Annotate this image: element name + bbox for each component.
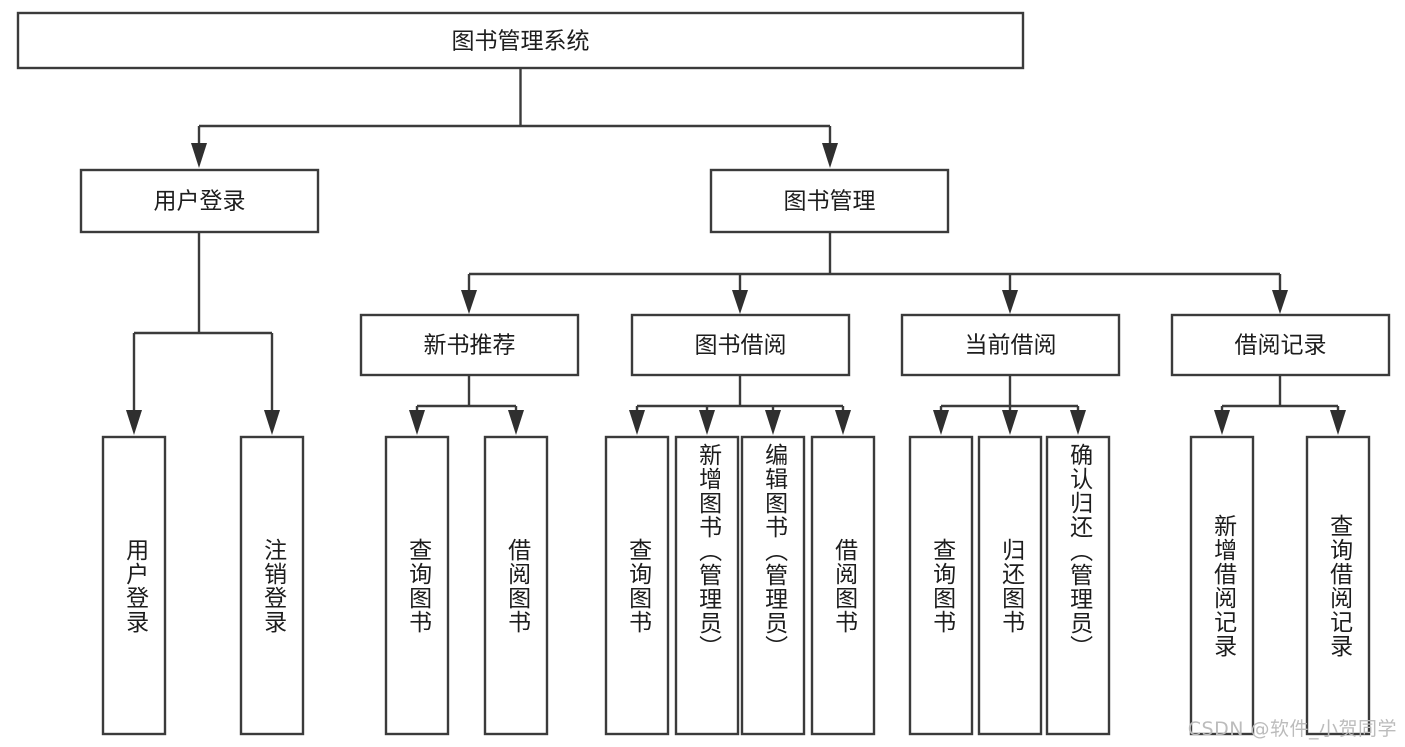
connector-group-book-manage xyxy=(461,232,1288,314)
leaf-user-logout-box[interactable] xyxy=(239,435,305,736)
node-book-manage[interactable]: 图书管理 xyxy=(709,168,950,234)
leaf-add-book-box[interactable] xyxy=(674,435,740,736)
node-root-label: 图书管理系统 xyxy=(452,29,590,55)
node-book-manage-label: 图书管理 xyxy=(784,189,876,215)
node-user-login[interactable]: 用户登录 xyxy=(79,168,320,234)
arrow-head-leaf-borrow-book-1 xyxy=(508,410,524,435)
node-book-borrow-label: 图书借阅 xyxy=(695,333,787,359)
node-new-book-recommend-label: 新书推荐 xyxy=(424,333,516,359)
connector-group-user-login xyxy=(126,232,280,435)
leaf-query-book-1-box[interactable] xyxy=(384,435,450,736)
node-root[interactable]: 图书管理系统 xyxy=(16,11,1025,70)
node-book-borrow[interactable]: 图书借阅 xyxy=(630,313,851,377)
node-current-borrow-box[interactable] xyxy=(900,313,1121,377)
arrow-head-leaf-add-book xyxy=(699,410,715,435)
node-book-manage-box[interactable] xyxy=(709,168,950,234)
node-user-login-box[interactable] xyxy=(79,168,320,234)
arrow-head-leaf-user-login xyxy=(126,410,142,435)
leaf-borrow-book-2-box[interactable] xyxy=(810,435,876,736)
arrow-head-user-login xyxy=(191,143,207,168)
arrow-head-book-manage xyxy=(822,143,838,168)
connector-group-book-borrow xyxy=(629,375,851,435)
node-new-book-recommend-box[interactable] xyxy=(359,313,580,377)
node-book-borrow-box[interactable] xyxy=(630,313,851,377)
node-new-book-recommend[interactable]: 新书推荐 xyxy=(359,313,580,377)
arrow-head-leaf-add-record xyxy=(1214,410,1230,435)
leaf-borrow-book-1-box[interactable] xyxy=(483,435,549,736)
leaf-add-record-box[interactable] xyxy=(1189,435,1255,736)
node-root-box[interactable] xyxy=(16,11,1025,70)
leaf-edit-book-box[interactable] xyxy=(740,435,806,736)
node-borrow-record-box[interactable] xyxy=(1170,313,1391,377)
leaf-user-login-box[interactable] xyxy=(101,435,167,736)
arrow-head-leaf-query-book-3 xyxy=(933,410,949,435)
leaf-return-book-box[interactable] xyxy=(977,435,1043,736)
connector-group-root xyxy=(191,68,838,168)
leaf-boxes xyxy=(101,435,1371,736)
arrow-head-leaf-borrow-book-2 xyxy=(835,410,851,435)
arrow-head-leaf-return-book xyxy=(1002,410,1018,435)
connector-group-new-book-recommend xyxy=(409,375,524,435)
arrow-head-current-borrow xyxy=(1002,290,1018,314)
arrow-head-book-borrow xyxy=(732,290,748,314)
leaf-query-book-2-box[interactable] xyxy=(604,435,670,736)
leaf-confirm-return-box[interactable] xyxy=(1045,435,1111,736)
arrow-head-leaf-edit-book xyxy=(765,410,781,435)
leaf-query-book-3-box[interactable] xyxy=(908,435,974,736)
arrow-head-leaf-query-record xyxy=(1330,410,1346,435)
arrow-head-borrow-record xyxy=(1272,290,1288,314)
arrow-head-leaf-query-book-2 xyxy=(629,410,645,435)
arrow-head-leaf-confirm-return xyxy=(1070,410,1086,435)
node-borrow-record[interactable]: 借阅记录 xyxy=(1170,313,1391,377)
csdn-watermark: CSDN @软件_小贺同学 xyxy=(1187,718,1397,740)
node-current-borrow-label: 当前借阅 xyxy=(965,333,1057,359)
arrow-head-leaf-user-logout xyxy=(264,410,280,435)
node-user-login-label: 用户登录 xyxy=(154,189,246,215)
connector-group-current-borrow xyxy=(933,375,1086,435)
arrow-head-new-book-recommend xyxy=(461,290,477,314)
node-current-borrow[interactable]: 当前借阅 xyxy=(900,313,1121,377)
connector-group-borrow-record xyxy=(1214,375,1346,435)
leaf-query-record-box[interactable] xyxy=(1305,435,1371,736)
arrow-head-leaf-query-book-1 xyxy=(409,410,425,435)
node-borrow-record-label: 借阅记录 xyxy=(1235,333,1327,359)
